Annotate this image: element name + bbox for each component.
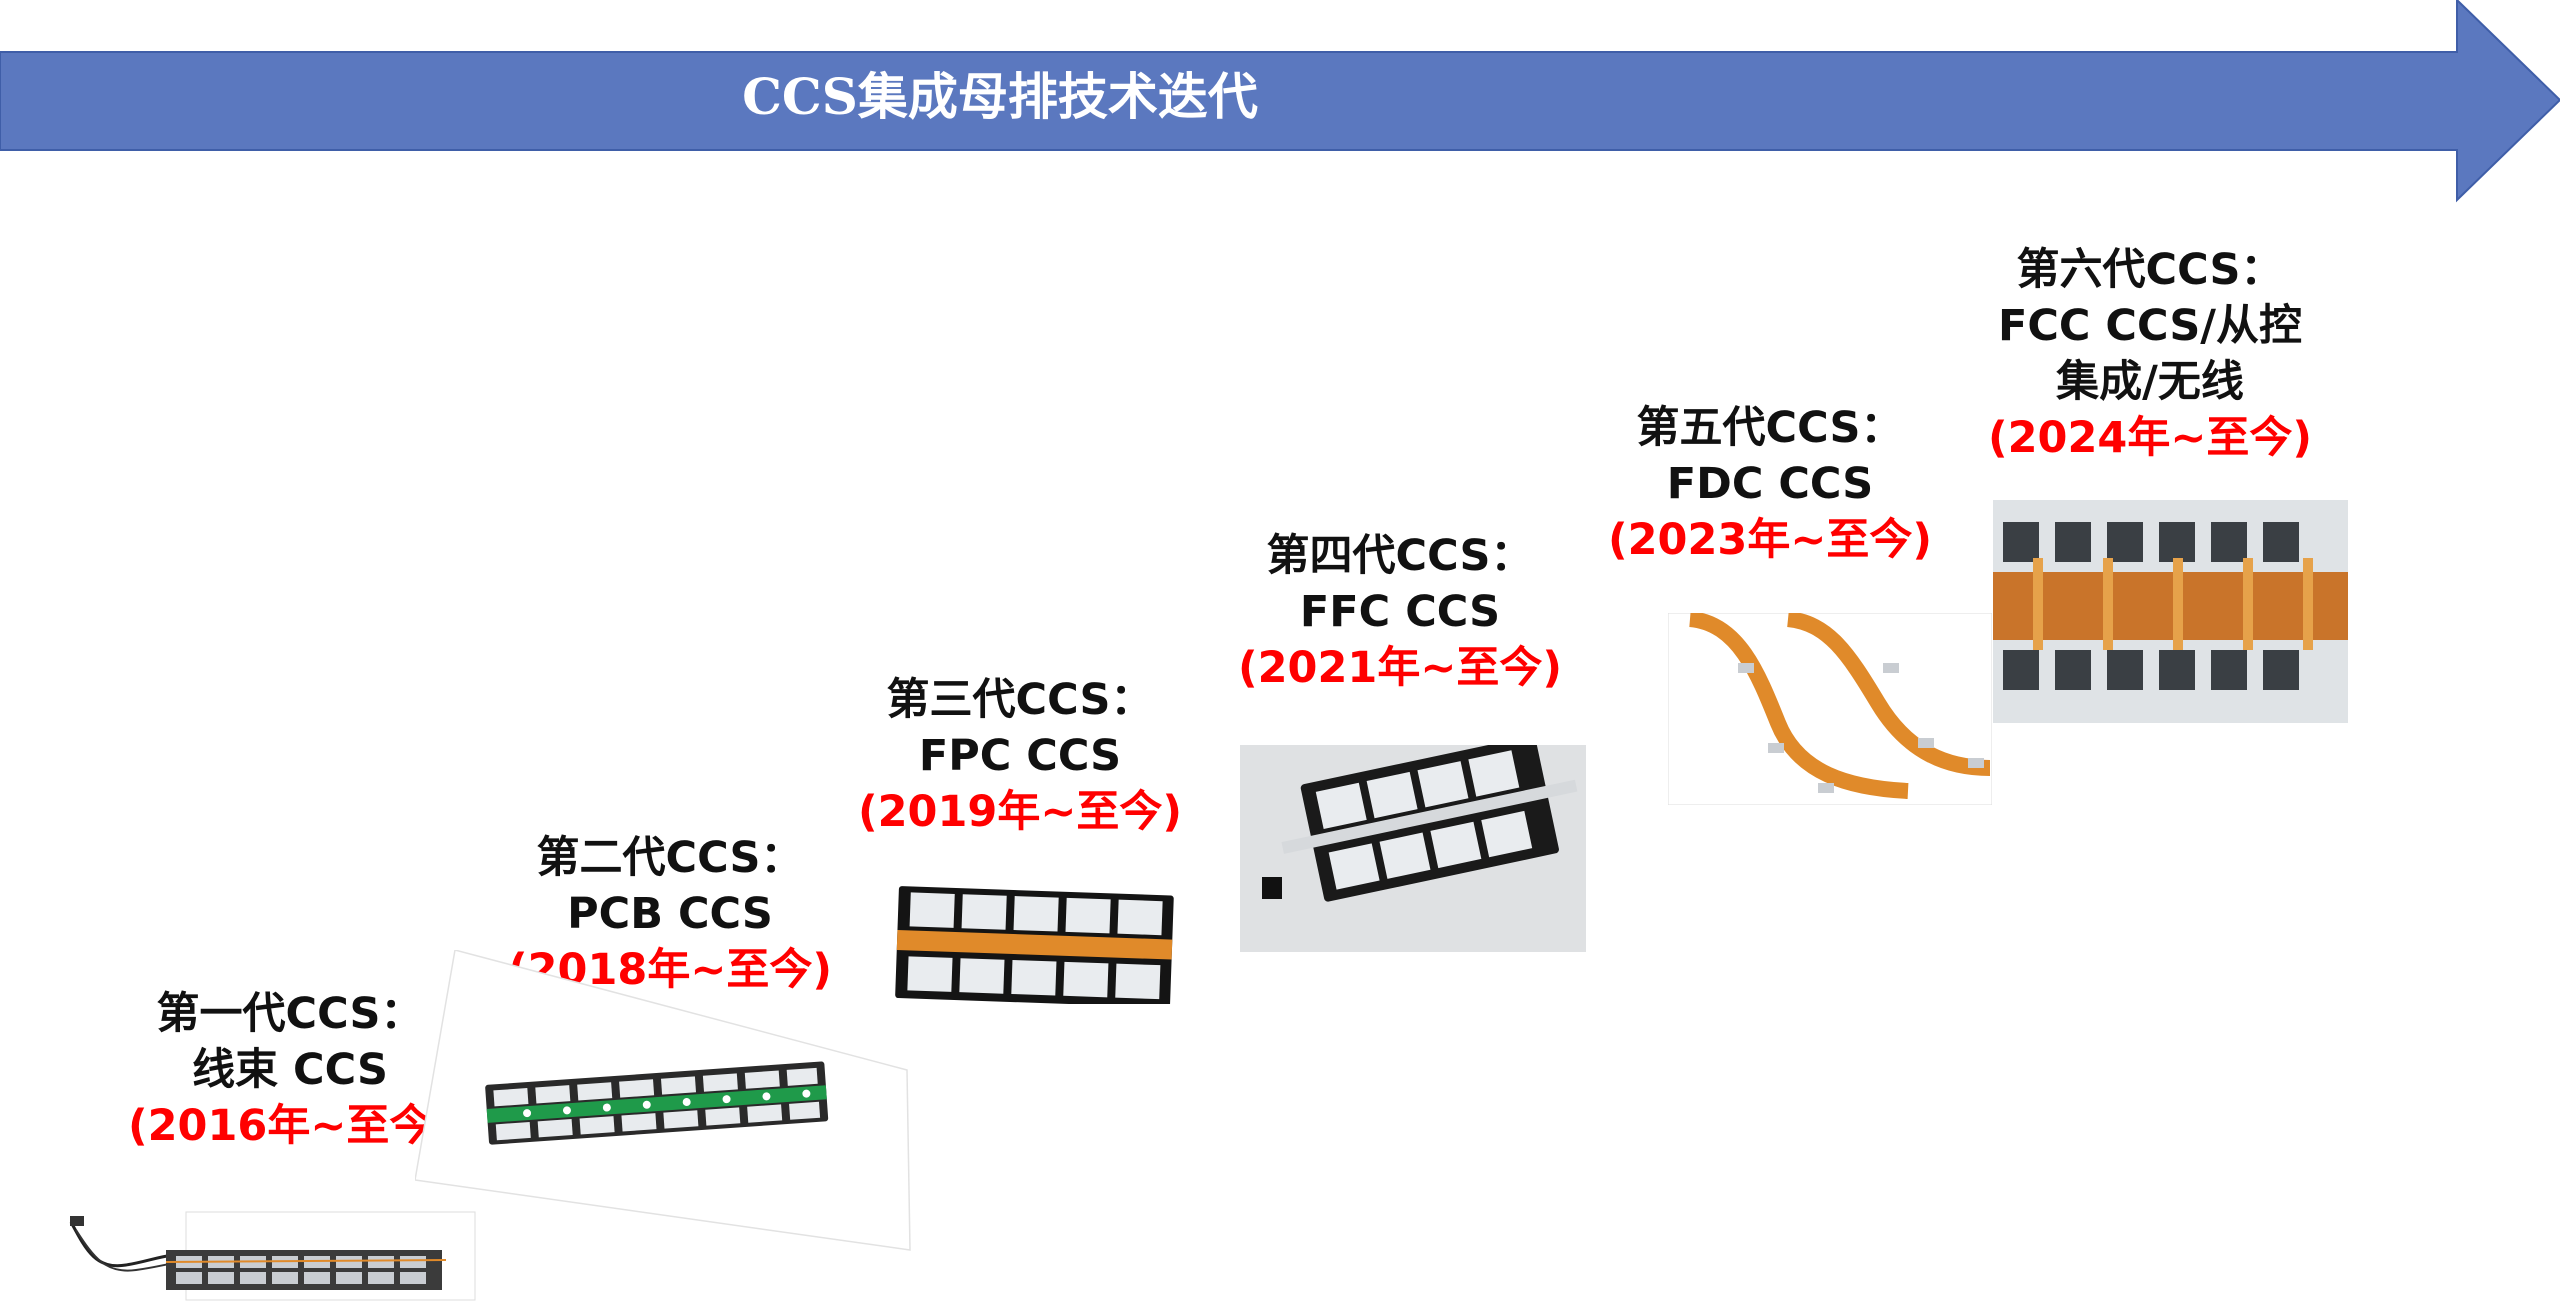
gen-2-tech: PCB CCS bbox=[567, 889, 773, 939]
gen-4-name: 第四代CCS： bbox=[1266, 531, 1534, 581]
generation-5-label: 第五代CCS： FDC CCS (2023年~至今) bbox=[1600, 400, 1940, 568]
gen-4-period: (2021年~至今) bbox=[1237, 643, 1562, 693]
timeline-banner-arrow bbox=[0, 0, 2560, 203]
generation-6-label: 第六代CCS： FCC CCS/从控 集成/无线 (2024年~至今) bbox=[1980, 242, 2320, 466]
gen-6-fcc-photo bbox=[1993, 500, 2348, 723]
gen-2-pcb-photo bbox=[415, 950, 911, 1251]
gen-1-tech: 线束 CCS bbox=[192, 1045, 388, 1095]
gen-6-period: (2024年~至今) bbox=[1987, 413, 2312, 463]
generation-4-label: 第四代CCS： FFC CCS (2021年~至今) bbox=[1230, 528, 1570, 696]
gen-2-name: 第二代CCS： bbox=[536, 833, 804, 883]
gen-1-name: 第一代CCS： bbox=[156, 989, 424, 1039]
gen-3-period: (2019年~至今) bbox=[857, 787, 1182, 837]
gen-3-name: 第三代CCS： bbox=[886, 675, 1154, 725]
generation-3-label: 第三代CCS： FPC CCS (2019年~至今) bbox=[850, 672, 1190, 840]
gen-5-fdc-photo bbox=[1668, 613, 1992, 805]
gen-5-name: 第五代CCS： bbox=[1636, 403, 1904, 453]
generation-2-label: 第二代CCS： PCB CCS (2018年~至今) bbox=[500, 830, 840, 998]
gen-5-period: (2023年~至今) bbox=[1607, 515, 1932, 565]
gen-4-ffc-photo bbox=[1240, 745, 1586, 952]
banner-title: CCS集成母排技术迭代 bbox=[742, 67, 1258, 126]
generation-1-label: 第一代CCS： 线束 CCS (2016年~至今) bbox=[120, 986, 460, 1154]
gen-3-tech: FPC CCS bbox=[918, 731, 1122, 781]
gen-6-tech: FCC CCS/从控 bbox=[1997, 301, 2303, 351]
gen-4-tech: FFC CCS bbox=[1299, 587, 1501, 637]
gen-6-name: 第六代CCS： bbox=[2016, 245, 2284, 295]
gen-5-tech: FDC CCS bbox=[1666, 459, 1874, 509]
gen-1-period: (2016年~至今) bbox=[127, 1101, 452, 1151]
gen-1-wire-harness-photo bbox=[66, 1210, 476, 1302]
gen-3-fpc-photo bbox=[895, 882, 1190, 1004]
gen-6-tech-2: 集成/无线 bbox=[2056, 357, 2244, 407]
